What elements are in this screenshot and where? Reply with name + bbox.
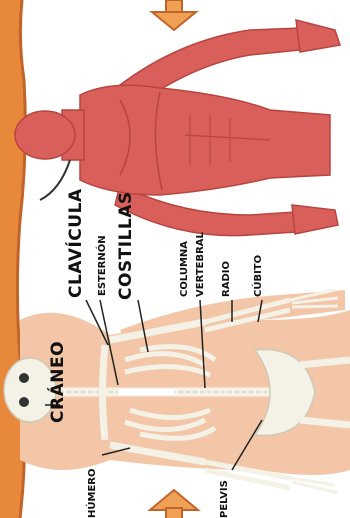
muscle-figure xyxy=(15,20,340,236)
label-columna: COLUMNA xyxy=(180,241,190,297)
label-pelvis: PELVIS xyxy=(220,480,230,518)
label-radio: RADIO xyxy=(222,261,232,297)
label-costillas: COSTILLAS xyxy=(118,191,135,300)
arrow-down-icon xyxy=(152,0,196,30)
arrow-up-icon xyxy=(150,490,198,518)
label-clavicula: CLAVÍCULA xyxy=(68,188,85,298)
label-vertebral: VERTEBRAL xyxy=(196,232,206,297)
label-humero: HÚMERO xyxy=(88,469,98,518)
label-cubito: CÚBITO xyxy=(254,255,264,297)
label-esternon: ESTERNÓN xyxy=(98,235,108,296)
label-craneo: CRÁNEO xyxy=(50,341,67,423)
